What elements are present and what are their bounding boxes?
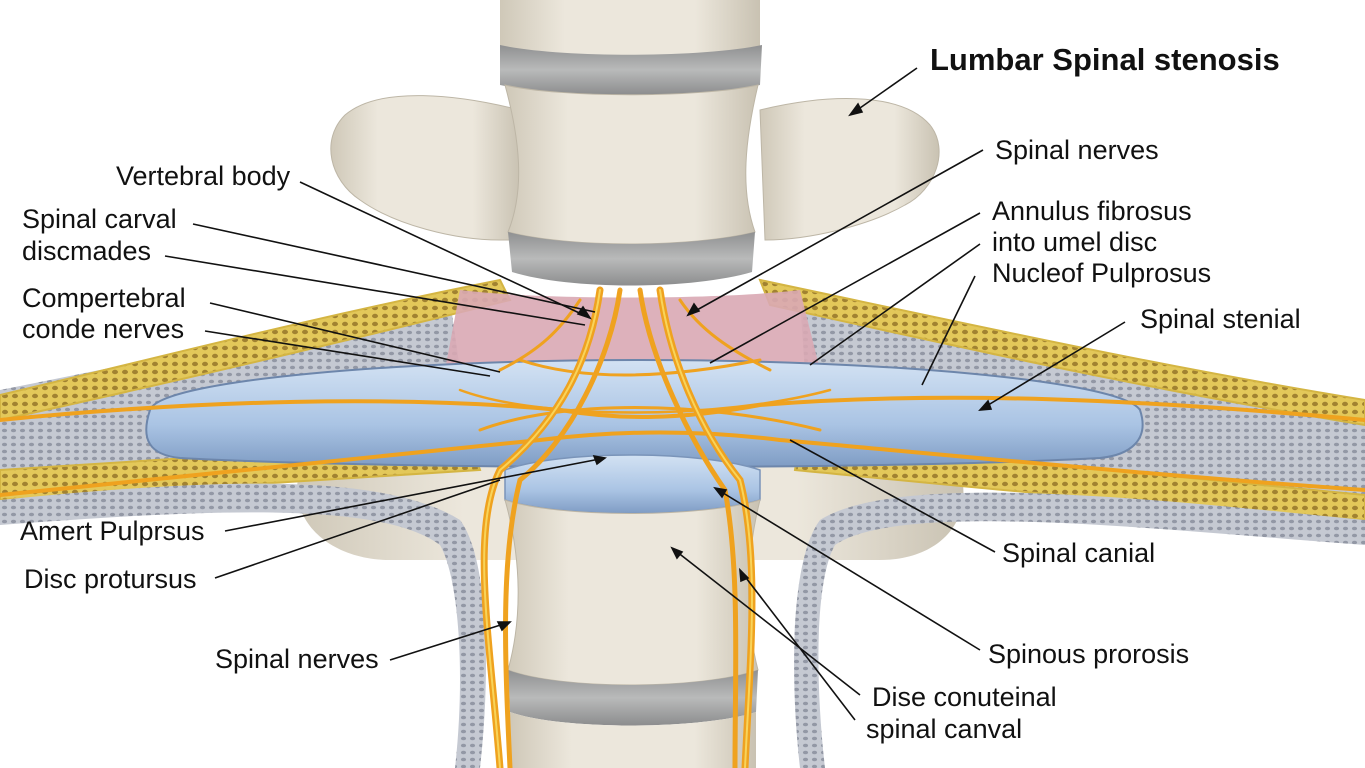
label-spinal-canial: Spinal canial [1002, 538, 1156, 568]
middle-gray-disc [508, 232, 755, 286]
label-spinal-canval: spinal canval [866, 714, 1023, 744]
label-spinal-stenial: Spinal stenial [1140, 304, 1301, 334]
lower-gray-disc [508, 670, 758, 726]
nerve-highlights [483, 289, 753, 768]
leader-lines [164, 67, 1126, 721]
label-compertebral: Compertebral [22, 283, 186, 313]
diagram-title: Lumbar Spinal stenosis [930, 42, 1280, 77]
transverse-process-right [759, 98, 940, 241]
transverse-process-left [330, 95, 521, 241]
label-vertebral-body: Vertebral body [116, 161, 291, 191]
label-discmades: discmades [22, 236, 152, 266]
label-into-umel-disc: into umel disc [992, 227, 1158, 257]
label-disc-protursus: Disc protursus [24, 564, 197, 594]
lower-right-curve [794, 492, 1365, 768]
label-conde-nerves: conde nerves [22, 314, 185, 344]
upper-vertebra-cap [500, 0, 760, 56]
lower-vertebral-body [504, 499, 761, 686]
label-dise-conuteinal: Dise conuteinal [872, 682, 1057, 712]
label-annulus-fibrosus: Annulus fibrosus [992, 196, 1192, 226]
label-spinous-prorosis: Spinous prorosis [988, 639, 1190, 669]
label-amert-pulprsus: Amert Pulprsus [20, 516, 205, 546]
upper-vertebral-body [504, 84, 759, 245]
label-spinal-nerves-bottom: Spinal nerves [215, 644, 379, 674]
lower-left-curve [0, 483, 486, 768]
label-nucleof-pulprosus: Nucleof Pulprosus [992, 258, 1212, 288]
lower-vertebra-cap [510, 712, 756, 768]
label-spinal-nerves-top: Spinal nerves [995, 135, 1159, 165]
upper-disc [500, 45, 762, 95]
label-spinal-carval: Spinal carval [22, 204, 177, 234]
